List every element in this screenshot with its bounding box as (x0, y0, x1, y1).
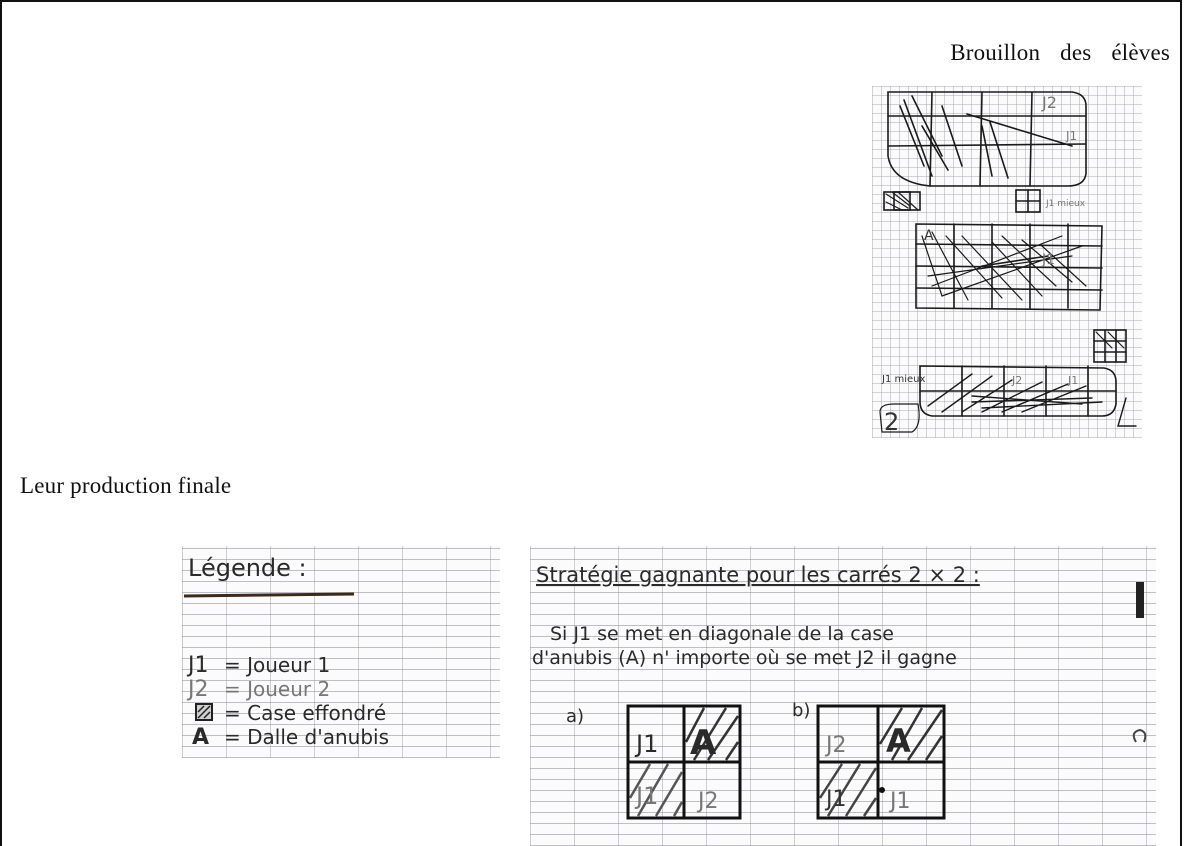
legend-text-j1: = Joueur 1 (224, 653, 330, 677)
sketch-label-j1-mid: J1 (1041, 252, 1055, 268)
strategy-drawing: Stratégie gagnante pour les carrés 2 × 2… (530, 546, 1156, 846)
sketch-label-j1-mieux: J1 mieux (1045, 199, 1086, 209)
legend-text-anubis: = Dalle d'anubis (224, 725, 389, 749)
legend-symbol-j1: J1 (186, 653, 209, 678)
brouillon-heading: Brouillon des élèves (950, 40, 1170, 66)
legend-drawing: Légende : J1 = Joueur 1 J2 = Joueur 2 = … (182, 546, 500, 758)
margin-mark (1136, 582, 1144, 618)
diagram-a-cell-2: A (690, 723, 717, 763)
legend-text-j2: = Joueur 2 (224, 677, 330, 701)
diagram-b-label: b) (792, 700, 810, 721)
diagram-b-cell-1: J2 (824, 733, 847, 758)
diagram-b-cell-2: A (886, 722, 911, 760)
strategy-line-1: Si J1 se met en diagonale de la case (550, 623, 894, 645)
binder-hole-mark (1134, 730, 1146, 742)
diagram-b-cell-4: J1 (888, 789, 911, 814)
sketch-label-j2-bottom: J2 (1011, 374, 1022, 387)
strategy-sheet: Stratégie gagnante pour les carrés 2 × 2… (530, 546, 1156, 846)
production-heading: Leur production finale (20, 473, 231, 499)
sketch-label-j1-mieux-bottom: J1 mieux (881, 374, 926, 385)
diagram-a-cell-3: J1 (634, 782, 658, 810)
legend-sheet: Légende : J1 = Joueur 1 J2 = Joueur 2 = … (182, 546, 500, 758)
diagram-a-cell-4: J2 (696, 789, 719, 814)
legend-symbol-anubis: A (192, 725, 209, 750)
strategy-title: Stratégie gagnante pour les carrés 2 × 2… (536, 563, 980, 587)
legend-text-collapsed: = Case effondré (224, 701, 386, 725)
diagram-a-label: a) (566, 706, 584, 727)
sketch-page-number: 2 (884, 408, 899, 436)
collapsed-cell-icon (196, 704, 212, 720)
sketch-label-j2: J2 (1041, 93, 1057, 112)
sketch-label-j1-bottom: J1 (1067, 374, 1078, 387)
brouillon-sketch: J2 J1 J1 mieux A J1 J1 mieux J2 J1 2 (872, 86, 1142, 438)
diagram-a-cell-1: J1 (634, 730, 658, 758)
legend-title: Légende : (188, 554, 307, 582)
sketch-label-j1-top: J1 (1065, 129, 1077, 143)
strategy-line-2: d'anubis (A) n' importe où se met J2 il … (532, 647, 957, 669)
brouillon-drawing: J2 J1 J1 mieux A J1 J1 mieux J2 J1 2 (872, 86, 1142, 438)
sketch-label-a: A (924, 228, 934, 244)
diagram-b-cell-3: J1 (824, 787, 847, 812)
legend-symbol-j2: J2 (186, 677, 209, 702)
